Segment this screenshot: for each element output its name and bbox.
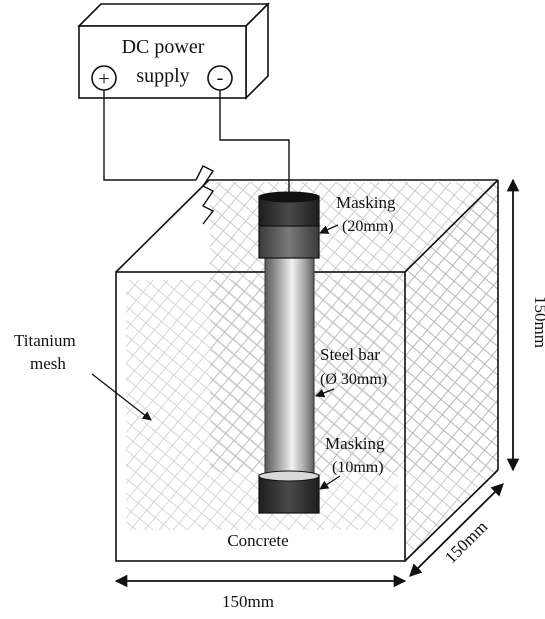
label-concrete: Concrete — [227, 531, 288, 550]
dc-power-supply: DC power supply + - — [77, 2, 270, 100]
positive-terminal: + — [91, 65, 117, 91]
arrow-masking-bottom — [319, 475, 341, 490]
psu-title-line2: supply — [136, 65, 189, 87]
steel-bar — [258, 191, 320, 514]
masking-bottom-top-ellipse — [258, 470, 320, 482]
label-steel-line1: Steel bar — [320, 345, 380, 364]
label-masking-top-line1: Masking — [336, 193, 396, 212]
label-dim-depth: 150mm — [441, 517, 491, 567]
leader-lines — [91, 224, 341, 490]
wire-positive — [103, 90, 196, 181]
wires — [103, 90, 290, 225]
psu-top-face — [77, 3, 270, 27]
label-masking-bottom-line1: Masking — [325, 434, 385, 453]
dimension-arrows — [114, 178, 520, 588]
wire-negative — [219, 90, 290, 196]
mesh-front-panel — [126, 280, 398, 530]
label-dim-width: 150mm — [222, 592, 274, 611]
masking-top-lower — [258, 223, 320, 259]
labels: Masking (20mm) Titanium mesh Steel bar (… — [14, 193, 545, 611]
psu-title-line1: DC power — [122, 36, 205, 58]
mesh-right-panel — [405, 182, 498, 560]
box-front-face — [115, 271, 406, 562]
box-top-right-edge — [404, 179, 499, 273]
dim-depth-arrow — [409, 483, 504, 577]
label-masking-top-line2: (20mm) — [342, 218, 394, 235]
label-steel-line2: (Ø 30mm) — [320, 371, 387, 388]
negative-terminal: - — [207, 65, 233, 91]
arrow-steel-bar — [315, 388, 335, 398]
arrow-titanium-mesh — [91, 373, 152, 421]
label-titanium-line1: Titanium — [14, 331, 76, 350]
positive-symbol: + — [98, 68, 109, 90]
label-titanium-line2: mesh — [30, 354, 66, 373]
wire-resistor-zigzag — [195, 165, 215, 225]
masking-bottom — [258, 474, 320, 514]
label-masking-bottom-line2: (10mm) — [332, 459, 384, 476]
box-top-left-edge — [115, 179, 210, 273]
arrow-masking-top — [319, 224, 339, 234]
steel-bar-body — [264, 254, 315, 478]
negative-symbol: - — [217, 67, 224, 89]
label-dim-height: 150mm — [531, 296, 545, 348]
